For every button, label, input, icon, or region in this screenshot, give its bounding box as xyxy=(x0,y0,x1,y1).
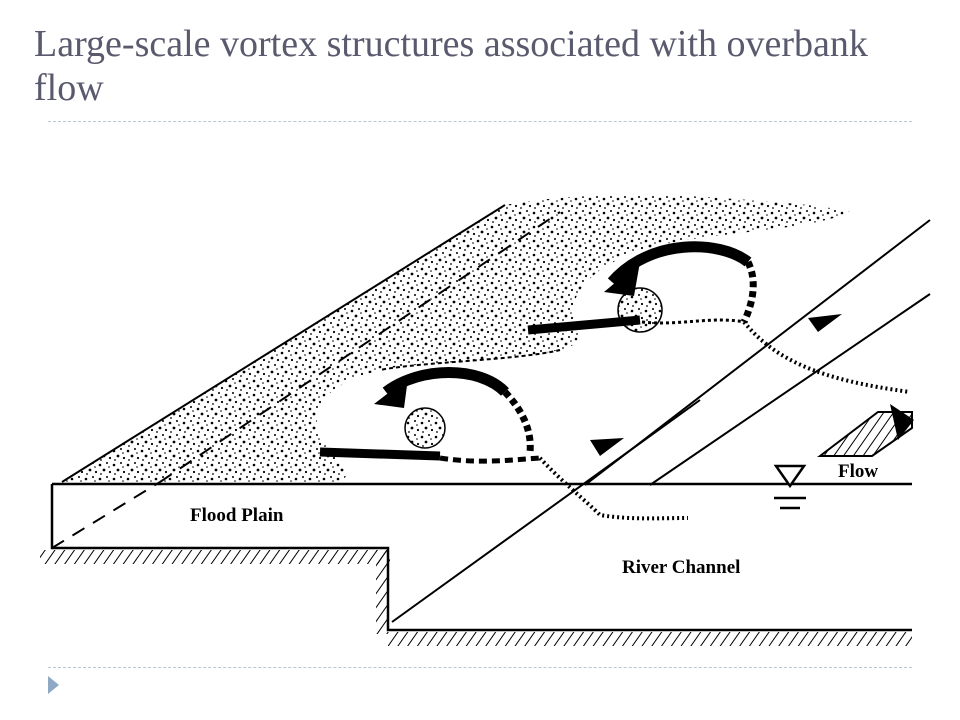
flood-plain-label: Flood Plain xyxy=(190,505,284,526)
floodplain-sediment-band xyxy=(61,194,850,483)
flow-arrow-icon xyxy=(817,404,914,457)
river-channel-label: River Channel xyxy=(622,557,740,578)
cross-section-block xyxy=(50,482,912,632)
slide-title: Large-scale vortex structures associated… xyxy=(34,23,868,109)
triangle-bullet-icon xyxy=(48,676,59,694)
title-divider xyxy=(48,121,912,122)
channel-bank-lines xyxy=(51,211,931,623)
ground-hatching xyxy=(40,550,912,646)
vortex-arrow-icon xyxy=(607,241,752,286)
upper-vortex xyxy=(527,241,911,394)
flow-label: Flow xyxy=(838,461,878,482)
footer-divider xyxy=(48,667,912,668)
lower-vortex xyxy=(319,367,689,521)
vortex-arrow-icon xyxy=(382,367,509,397)
water-surface-icon xyxy=(773,464,807,510)
